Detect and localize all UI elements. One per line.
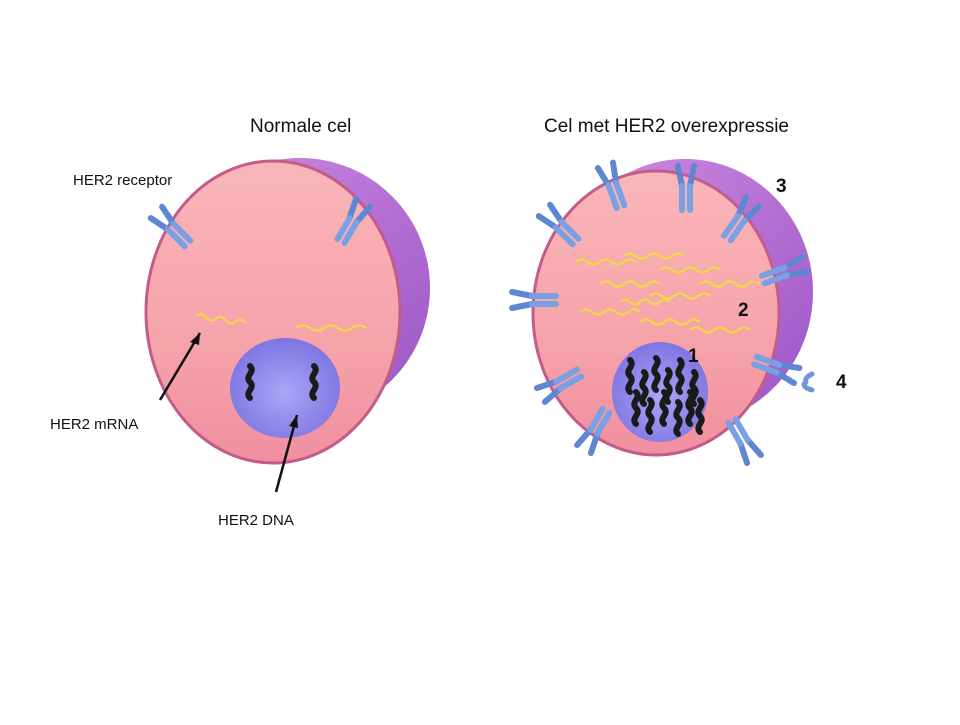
normal-cell <box>144 158 430 493</box>
normal-nucleus <box>230 338 340 438</box>
over-cell-body <box>531 169 781 457</box>
dna-arrowhead <box>289 415 298 428</box>
receptor-label: HER2 receptor <box>73 172 173 189</box>
mrna-pointer-arrow <box>158 332 202 401</box>
mrna-label: HER2 mRNA <box>50 416 139 433</box>
mrna-arrowhead <box>190 333 200 345</box>
dna-label: HER2 DNA <box>218 512 294 529</box>
over-receptor-fragment <box>801 371 815 393</box>
normal-dna-1 <box>248 366 251 398</box>
marker-1: 1 <box>688 346 699 367</box>
over-cell-title: Cel met HER2 overexpressie <box>544 116 789 137</box>
normal-cell-title: Normale cel <box>250 116 352 137</box>
normal-dna-2 <box>312 366 315 398</box>
dna-pointer-arrow <box>274 414 299 493</box>
marker-2: 2 <box>738 300 749 321</box>
marker-3: 3 <box>776 176 787 197</box>
overexpression-cell <box>512 159 815 463</box>
marker-4: 4 <box>836 372 847 393</box>
